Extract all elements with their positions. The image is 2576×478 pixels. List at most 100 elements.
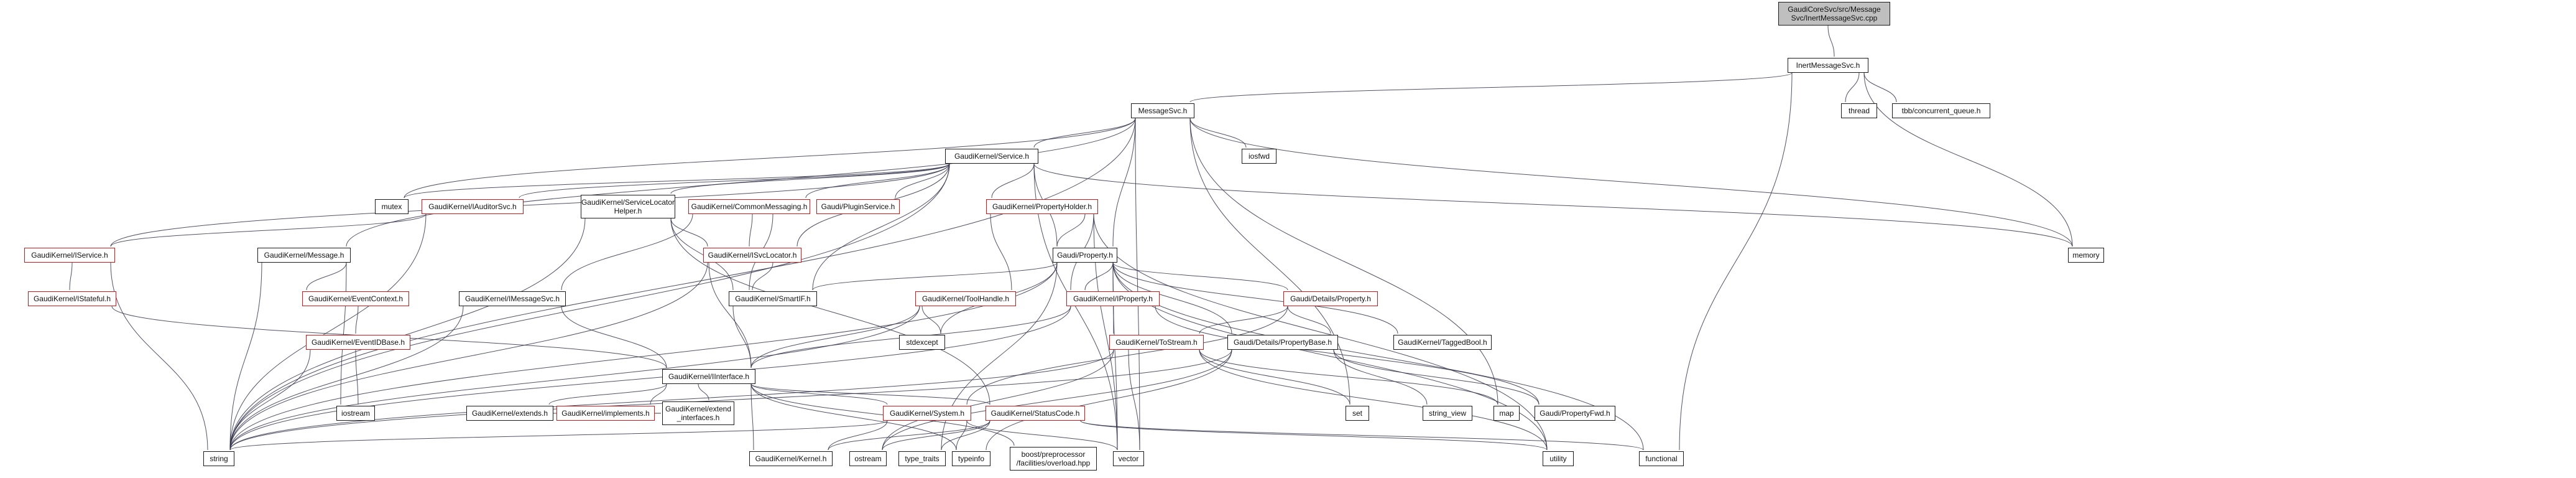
node-label: GaudiCoreSvc/src/Message xyxy=(1788,4,1881,14)
node-iservice-h[interactable]: GaudiKernel/IService.h xyxy=(24,248,115,263)
node-system-h[interactable]: GaudiKernel/System.h xyxy=(883,406,971,421)
edge-service-h--string xyxy=(229,163,950,451)
edge-inert-message-svc-h--tbb-concurrent-queue-h xyxy=(1863,72,1897,103)
edge-iservice-h--string xyxy=(110,262,208,451)
node-event-id-base-h[interactable]: GaudiKernel/EventIDBase.h xyxy=(306,335,410,350)
edge-iinterface-h--implements-h xyxy=(650,383,667,405)
node-message-svc-h[interactable]: MessageSvc.h xyxy=(1131,103,1194,118)
edge-iinterface-h--system-h xyxy=(750,383,888,405)
node-property-holder-h[interactable]: GaudiKernel/PropertyHolder.h xyxy=(986,199,1098,214)
node-to-stream-h[interactable]: GaudiKernel/ToStream.h xyxy=(1109,335,1204,350)
node-label: functional xyxy=(1645,454,1678,463)
edge-property-base-h--string xyxy=(229,349,1232,451)
node-label: GaudiKernel/Message.h xyxy=(264,250,344,260)
edge-property-h--functional xyxy=(1112,262,1644,451)
edge-smart-if-h--iinterface-h xyxy=(732,306,752,368)
node-iauditor-svc-h[interactable]: GaudiKernel/IAuditorSvc.h xyxy=(422,199,524,214)
edge-message-svc-h--memory xyxy=(1189,118,2073,247)
node-kernel-h[interactable]: GaudiKernel/Kernel.h xyxy=(749,451,833,466)
node-label: GaudiKernel/implements.h xyxy=(561,408,650,418)
node-label: GaudiKernel/IStateful.h xyxy=(33,294,111,303)
edge-root-cpp--inert-message-svc-h xyxy=(1827,25,1835,57)
edge-message-svc-h--iosfwd xyxy=(1189,118,1247,148)
edge-iproperty-h--string xyxy=(229,306,1071,451)
node-smart-if-h[interactable]: GaudiKernel/SmartIF.h xyxy=(729,291,817,306)
node-details-property-h[interactable]: Gaudi/Details/Property.h xyxy=(1283,291,1378,306)
node-label: stdexcept xyxy=(906,337,938,347)
edge-service-locator-helper-h--isvc-locator-h xyxy=(670,218,708,247)
node-label: boost/preprocessor xyxy=(1021,449,1086,459)
edge-common-messaging-h--isvc-locator-h xyxy=(749,213,753,247)
edge-message-svc-h--set xyxy=(1189,118,1350,405)
node-label: vector xyxy=(1118,454,1139,463)
edge-to-stream-h--string xyxy=(229,349,1114,451)
edge-status-code-h--type-traits xyxy=(941,420,990,451)
node-iproperty-h[interactable]: GaudiKernel/IProperty.h xyxy=(1066,291,1160,306)
node-label: thread xyxy=(1848,106,1870,115)
edge-property-holder-h--tool-handle-h xyxy=(990,213,1012,291)
node-implements-h[interactable]: GaudiKernel/implements.h xyxy=(556,406,655,421)
edge-iinterface-h--boost-overload-hpp xyxy=(750,383,1015,446)
node-istateful-h[interactable]: GaudiKernel/IStateful.h xyxy=(28,291,116,306)
node-functional: functional xyxy=(1639,451,1684,466)
edge-to-stream-h--map xyxy=(1199,349,1498,405)
edge-imessage-svc-h--string xyxy=(229,306,464,451)
node-label: memory xyxy=(2072,250,2100,260)
node-stdexcept: stdexcept xyxy=(899,335,945,350)
node-extend-interfaces-h[interactable]: GaudiKernel/extend_interfaces.h xyxy=(662,401,734,425)
node-inert-message-svc-h[interactable]: InertMessageSvc.h xyxy=(1788,58,1868,73)
edge-iauditor-svc-h--string xyxy=(229,213,427,451)
node-map: map xyxy=(1493,406,1520,421)
edge-iinterface-h--status-code-h xyxy=(750,383,990,405)
node-label: GaudiKernel/CommonMessaging.h xyxy=(691,202,808,211)
node-message-h[interactable]: GaudiKernel/Message.h xyxy=(257,248,351,263)
node-event-context-h[interactable]: GaudiKernel/EventContext.h xyxy=(302,291,409,306)
node-label: GaudiKernel/EventContext.h xyxy=(308,294,404,303)
node-common-messaging-h[interactable]: GaudiKernel/CommonMessaging.h xyxy=(688,199,810,214)
edge-imessage-svc-h--iinterface-h xyxy=(561,306,667,368)
edge-service-h--plugin-service-h xyxy=(895,163,950,199)
node-extends-h[interactable]: GaudiKernel/extends.h xyxy=(466,406,553,421)
edge-common-messaging-h--imessage-svc-h xyxy=(561,213,693,291)
node-typeinfo: typeinfo xyxy=(952,451,990,466)
node-property-fwd-h[interactable]: Gaudi/PropertyFwd.h xyxy=(1535,406,1615,421)
node-isvc-locator-h[interactable]: GaudiKernel/ISvcLocator.h xyxy=(703,248,801,263)
node-label: utility xyxy=(1549,454,1567,463)
node-set: set xyxy=(1346,406,1369,421)
edge-iinterface-h--kernel-h xyxy=(750,383,754,451)
edge-status-code-h--kernel-h xyxy=(828,420,990,451)
node-service-h[interactable]: GaudiKernel/Service.h xyxy=(945,149,1038,164)
edge-status-code-h--utility xyxy=(1080,420,1548,451)
node-tagged-bool-h[interactable]: GaudiKernel/TaggedBool.h xyxy=(1393,335,1492,350)
node-status-code-h[interactable]: GaudiKernel/StatusCode.h xyxy=(986,406,1085,421)
node-type-traits: type_traits xyxy=(898,451,946,466)
node-ostream: ostream xyxy=(849,451,887,466)
node-label: Gaudi/Details/PropertyBase.h xyxy=(1233,337,1332,347)
node-label: GaudiKernel/ISvcLocator.h xyxy=(708,250,797,260)
node-plugin-service-h[interactable]: Gaudi/PluginService.h xyxy=(816,199,900,214)
node-tool-handle-h[interactable]: GaudiKernel/ToolHandle.h xyxy=(915,291,1016,306)
node-label: GaudiKernel/ServiceLocator xyxy=(581,197,675,207)
edge-to-stream-h--set xyxy=(1199,349,1350,405)
node-label: GaudiKernel/EventIDBase.h xyxy=(311,337,405,347)
node-label: GaudiKernel/IService.h xyxy=(31,250,108,260)
node-iinterface-h[interactable]: GaudiKernel/IInterface.h xyxy=(662,369,755,384)
edge-property-base-h--ostream xyxy=(882,349,1232,451)
edge-details-property-h--system-h xyxy=(966,306,1288,405)
edge-tool-handle-h--string xyxy=(229,306,920,451)
node-iostream: iostream xyxy=(336,406,375,421)
node-property-h[interactable]: Gaudi/Property.h xyxy=(1053,248,1117,263)
edge-to-stream-h--ostream xyxy=(882,349,1114,451)
edge-message-svc-h--map xyxy=(1189,118,1498,405)
edge-to-stream-h--utility xyxy=(1199,349,1548,451)
node-string-view: string_view xyxy=(1423,406,1472,421)
node-property-base-h[interactable]: Gaudi/Details/PropertyBase.h xyxy=(1227,335,1338,350)
edge-property-holder-h--property-h xyxy=(1056,213,1086,247)
edge-isvc-locator-h--smart-if-h xyxy=(752,262,773,291)
node-label: string_view xyxy=(1428,408,1467,418)
node-imessage-svc-h[interactable]: GaudiKernel/IMessageSvc.h xyxy=(459,291,566,306)
